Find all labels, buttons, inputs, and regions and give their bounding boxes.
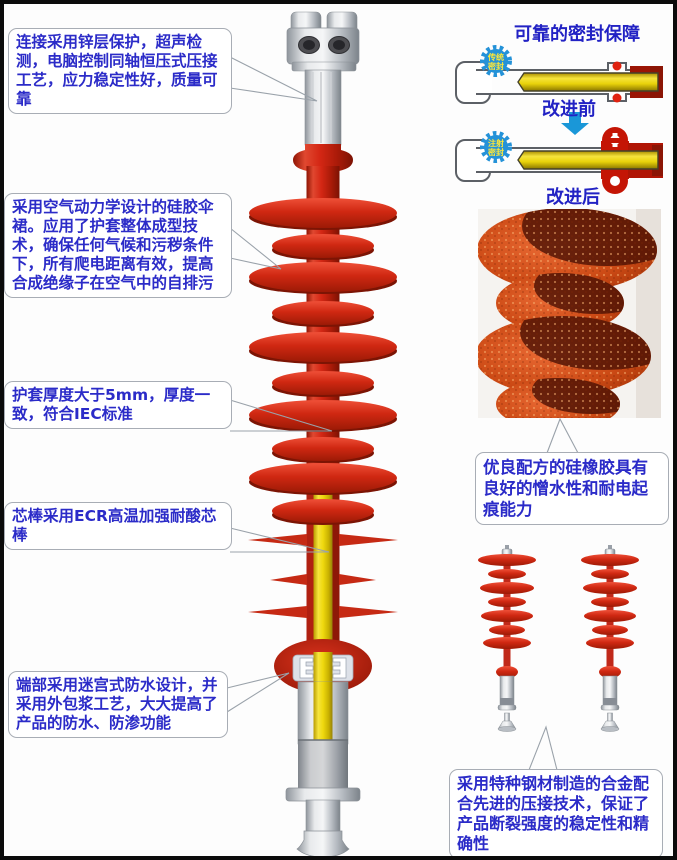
callout-text: 端部采用迷宫式防水设计，并采用外包浆工艺，大大提高了产品的防水、防渗功能 [16, 676, 218, 732]
seal-badge-icon: 注射 密封 [480, 131, 512, 163]
callout-crimp-connection: 连接采用锌层保护，超声检测，电脑控制同轴恒压式压接工艺，应力稳定性好，质量可靠 [8, 28, 232, 114]
callout-text: 标准 [101, 405, 133, 423]
callout-text: 连接采用锌层保护，超声检测，电脑控制同轴恒压式压接工艺，应力稳定性好，质量可靠 [16, 33, 218, 108]
callout-sheath-thickness: 护套厚度大于5mm，厚度一致，符合IEC标准 [4, 381, 232, 429]
badge-text-line2: 密封 [487, 147, 504, 157]
labyrinth-seal-end [274, 639, 372, 693]
sheath-left-wall [306, 488, 314, 648]
callout-text-bold: ECR [74, 507, 108, 525]
badge-text-line2: 密封 [487, 61, 504, 71]
callout-text: 高温加强耐酸芯棒 [12, 507, 217, 544]
weather-sheds [249, 198, 397, 525]
old-seal-spot-top [612, 61, 622, 71]
top-metal-cap [286, 11, 360, 72]
callout-text-bold: IEC [74, 405, 102, 423]
small-insulator-illustration [580, 544, 640, 732]
callout-pointer-lines [226, 56, 579, 771]
main-insulator-illustration [248, 11, 398, 858]
sheath-right-wall [332, 488, 340, 648]
callout-text: ，厚度一致，符合 [12, 386, 211, 423]
callout-alloy-fitting: 采用特种钢材制造的合金配合先进的压接技术，保证了产品断裂强度的稳定性和精确性 [449, 769, 663, 859]
after-improvement-label: 改进后 [546, 187, 600, 208]
seal-section-title: 可靠的密封保障 [514, 24, 640, 45]
shed-closeup-photo [478, 209, 661, 418]
core-rod-schematic [517, 72, 659, 92]
callout-text: 采用空气动力学设计的硅胶伞裙。应用了护套整体成型技术，确保任何气候和污秽条件下，… [12, 198, 214, 292]
old-seal-spot-bottom [612, 93, 622, 103]
bottom-metal-fitting [285, 681, 361, 858]
core-rod-schematic [517, 150, 659, 170]
badge-text-line1: 注射 [488, 138, 504, 148]
callout-silicone-rubber: 优良配方的硅橡胶具有良好的憎水性和耐电起痕能力 [475, 452, 669, 525]
seal-before-diagram: 传统 密封 [455, 45, 663, 104]
down-arrow-icon [561, 112, 589, 135]
callout-text: 护套厚度大于 [12, 386, 106, 404]
callout-aerodynamic-sheds: 采用空气动力学设计的硅胶伞裙。应用了护套整体成型技术，确保任何气候和污秽条件下，… [4, 193, 232, 298]
small-insulator-illustration [478, 545, 536, 732]
callout-waterproof-end: 端部采用迷宫式防水设计，并采用外包浆工艺，大大提高了产品的防水、防渗功能 [8, 671, 228, 738]
metal-shaft [304, 69, 342, 146]
callout-text: 优良配方的硅橡胶具有良好的憎水性和耐电起痕能力 [483, 458, 648, 519]
before-improvement-label: 改进前 [542, 99, 596, 120]
badge-text-line1: 传统 [487, 52, 504, 62]
seal-after-diagram: 注射 密封 [455, 127, 663, 194]
seal-badge-icon: 传统 密封 [480, 45, 512, 77]
callout-text: 芯棒采用 [12, 507, 75, 525]
callout-text: 采用特种钢材制造的合金配合先进的压接技术，保证了产品断裂强度的稳定性和精确性 [457, 774, 650, 853]
callout-text-bold: 5mm [105, 386, 149, 404]
callout-core-rod: 芯棒采用ECR高温加强耐酸芯棒 [4, 502, 232, 550]
